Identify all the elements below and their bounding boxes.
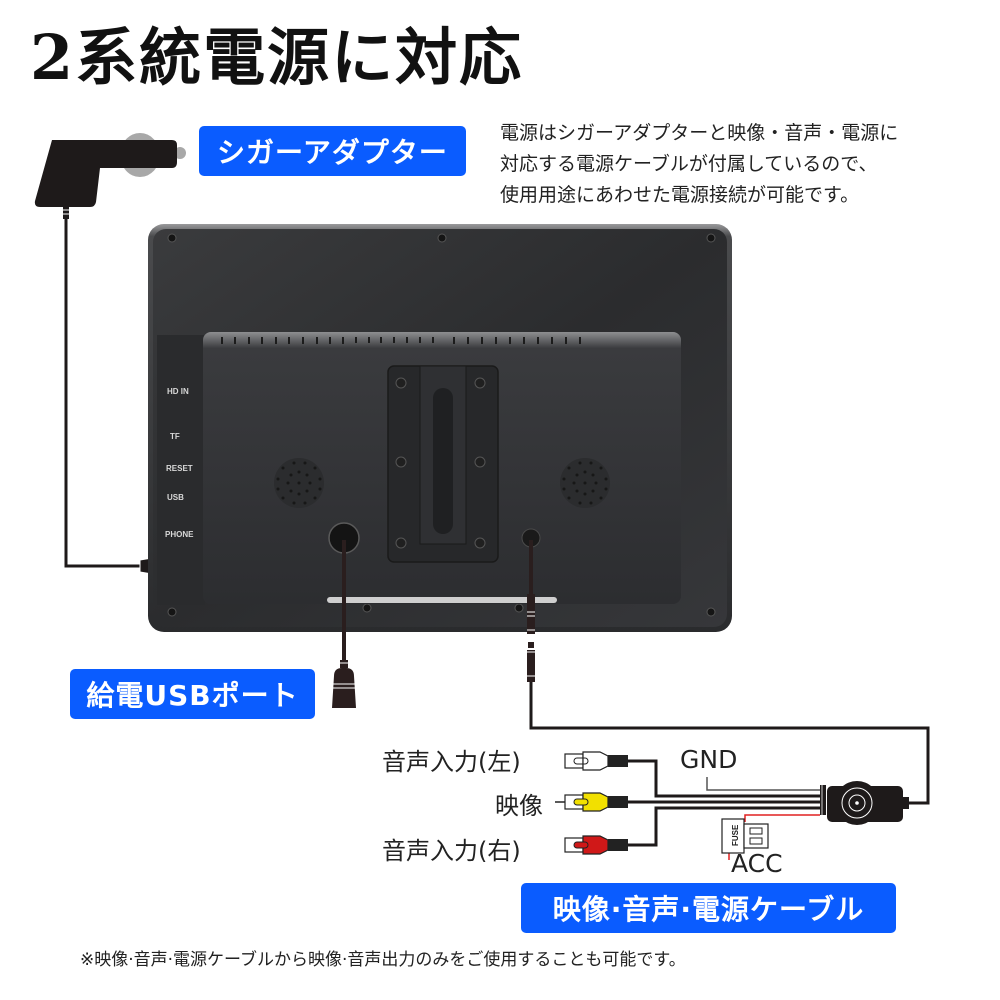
- av-power-cable-plug-icon: [527, 540, 535, 682]
- port-label-hd-in: HD IN: [167, 387, 189, 396]
- port-label-reset: RESET: [166, 464, 193, 473]
- audio-left-label: 音声入力(左): [382, 748, 521, 776]
- rca-plug-video-yellow-icon: [555, 792, 628, 812]
- harness-wires: [628, 759, 820, 847]
- speaker-grille-left: [274, 458, 324, 508]
- port-label-tf: TF: [170, 432, 180, 441]
- acc-label: ACC: [731, 849, 783, 878]
- video-label: 映像: [495, 792, 543, 820]
- fuse-holder-icon: FUSE: [721, 818, 769, 854]
- cigar-adapter-icon: [34, 133, 186, 219]
- description-text: 電源はシガーアダプターと映像・音声・電源に 対応する電源ケーブルが付属しているの…: [500, 122, 899, 206]
- port-label-phone: PHONE: [165, 530, 194, 539]
- port-label-usb: USB: [167, 493, 184, 502]
- svg-text:FUSE: FUSE: [731, 824, 740, 846]
- acc-wire: [744, 814, 820, 822]
- av-power-cable-badge: 映像·音声·電源ケーブル: [521, 883, 896, 933]
- gnd-wire: [706, 777, 820, 791]
- usb-port-badge: 給電USBポート: [70, 669, 315, 719]
- monitor-rear: HD IN TF RESET USB PHONE: [148, 224, 732, 632]
- gnd-label: GND: [680, 745, 738, 774]
- power-hub-connector-icon: [820, 781, 909, 825]
- page-title: 2系統電源に対応: [30, 21, 524, 94]
- cigar-adapter-badge: シガーアダプター: [199, 126, 466, 176]
- rca-plug-left-white-icon: [564, 751, 628, 771]
- vent-slots: [221, 337, 581, 344]
- usb-port-connector-icon: [332, 540, 356, 708]
- speaker-grille-right: [560, 458, 610, 508]
- cigar-cable: [64, 219, 140, 568]
- footnote: ※映像·音声·電源ケーブルから映像·音声出力のみをご使用することも可能です。: [80, 950, 686, 970]
- audio-right-label: 音声入力(右): [382, 837, 521, 865]
- rca-plug-right-red-icon: [564, 835, 628, 855]
- av-power-cable: [529, 682, 930, 805]
